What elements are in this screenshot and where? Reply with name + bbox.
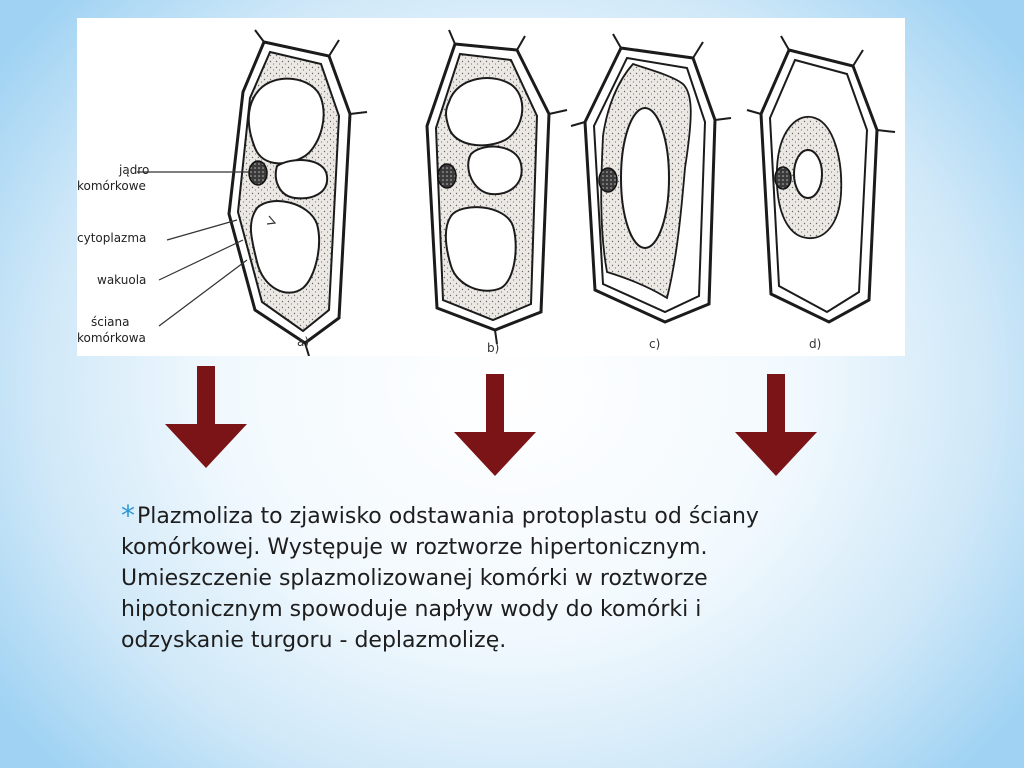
label-nucleus-2: komórkowe	[77, 179, 146, 193]
cytoplasm-arrowhead	[266, 215, 277, 225]
caption-text: *Plazmoliza to zjawisko odstawania proto…	[121, 500, 921, 656]
diagram-svg: jądro komórkowe cytoplazma wakuola ścian…	[77, 29, 896, 356]
caption-line-2: komórkowej. Występuje w roztworze hipert…	[121, 535, 708, 560]
bullet-asterisk: *	[121, 499, 135, 532]
label-nucleus-1: jądro	[118, 163, 149, 177]
down-arrow-icon	[454, 374, 536, 476]
down-arrow-icon	[735, 374, 817, 476]
label-cell-wall-1: ściana	[91, 315, 130, 329]
cell-b	[425, 29, 568, 345]
panel-label-c: c)	[649, 337, 660, 351]
label-cytoplasm: cytoplazma	[77, 231, 146, 245]
panel-label-a: a)	[297, 335, 309, 349]
caption-line-3: Umieszczenie splazmolizowanej komórki w …	[121, 566, 708, 591]
panel-label-b: b)	[487, 341, 499, 355]
cell-c	[570, 33, 732, 324]
caption-line-1: *Plazmoliza to zjawisko odstawania proto…	[121, 499, 759, 532]
cell-d	[746, 35, 896, 324]
label-vacuole: wakuola	[97, 273, 146, 287]
label-cell-wall-2: komórkowa	[77, 331, 146, 345]
plasmolysis-diagram: jądro komórkowe cytoplazma wakuola ścian…	[77, 18, 905, 356]
down-arrow-icon	[165, 366, 247, 468]
leader-lines	[137, 171, 249, 327]
cell-a	[227, 29, 368, 356]
caption-line-5: odzyskanie turgoru - deplazmolizę.	[121, 628, 507, 653]
panel-label-d: d)	[809, 337, 821, 351]
caption-line-4: hipotonicznym spowoduje napływ wody do k…	[121, 597, 702, 622]
